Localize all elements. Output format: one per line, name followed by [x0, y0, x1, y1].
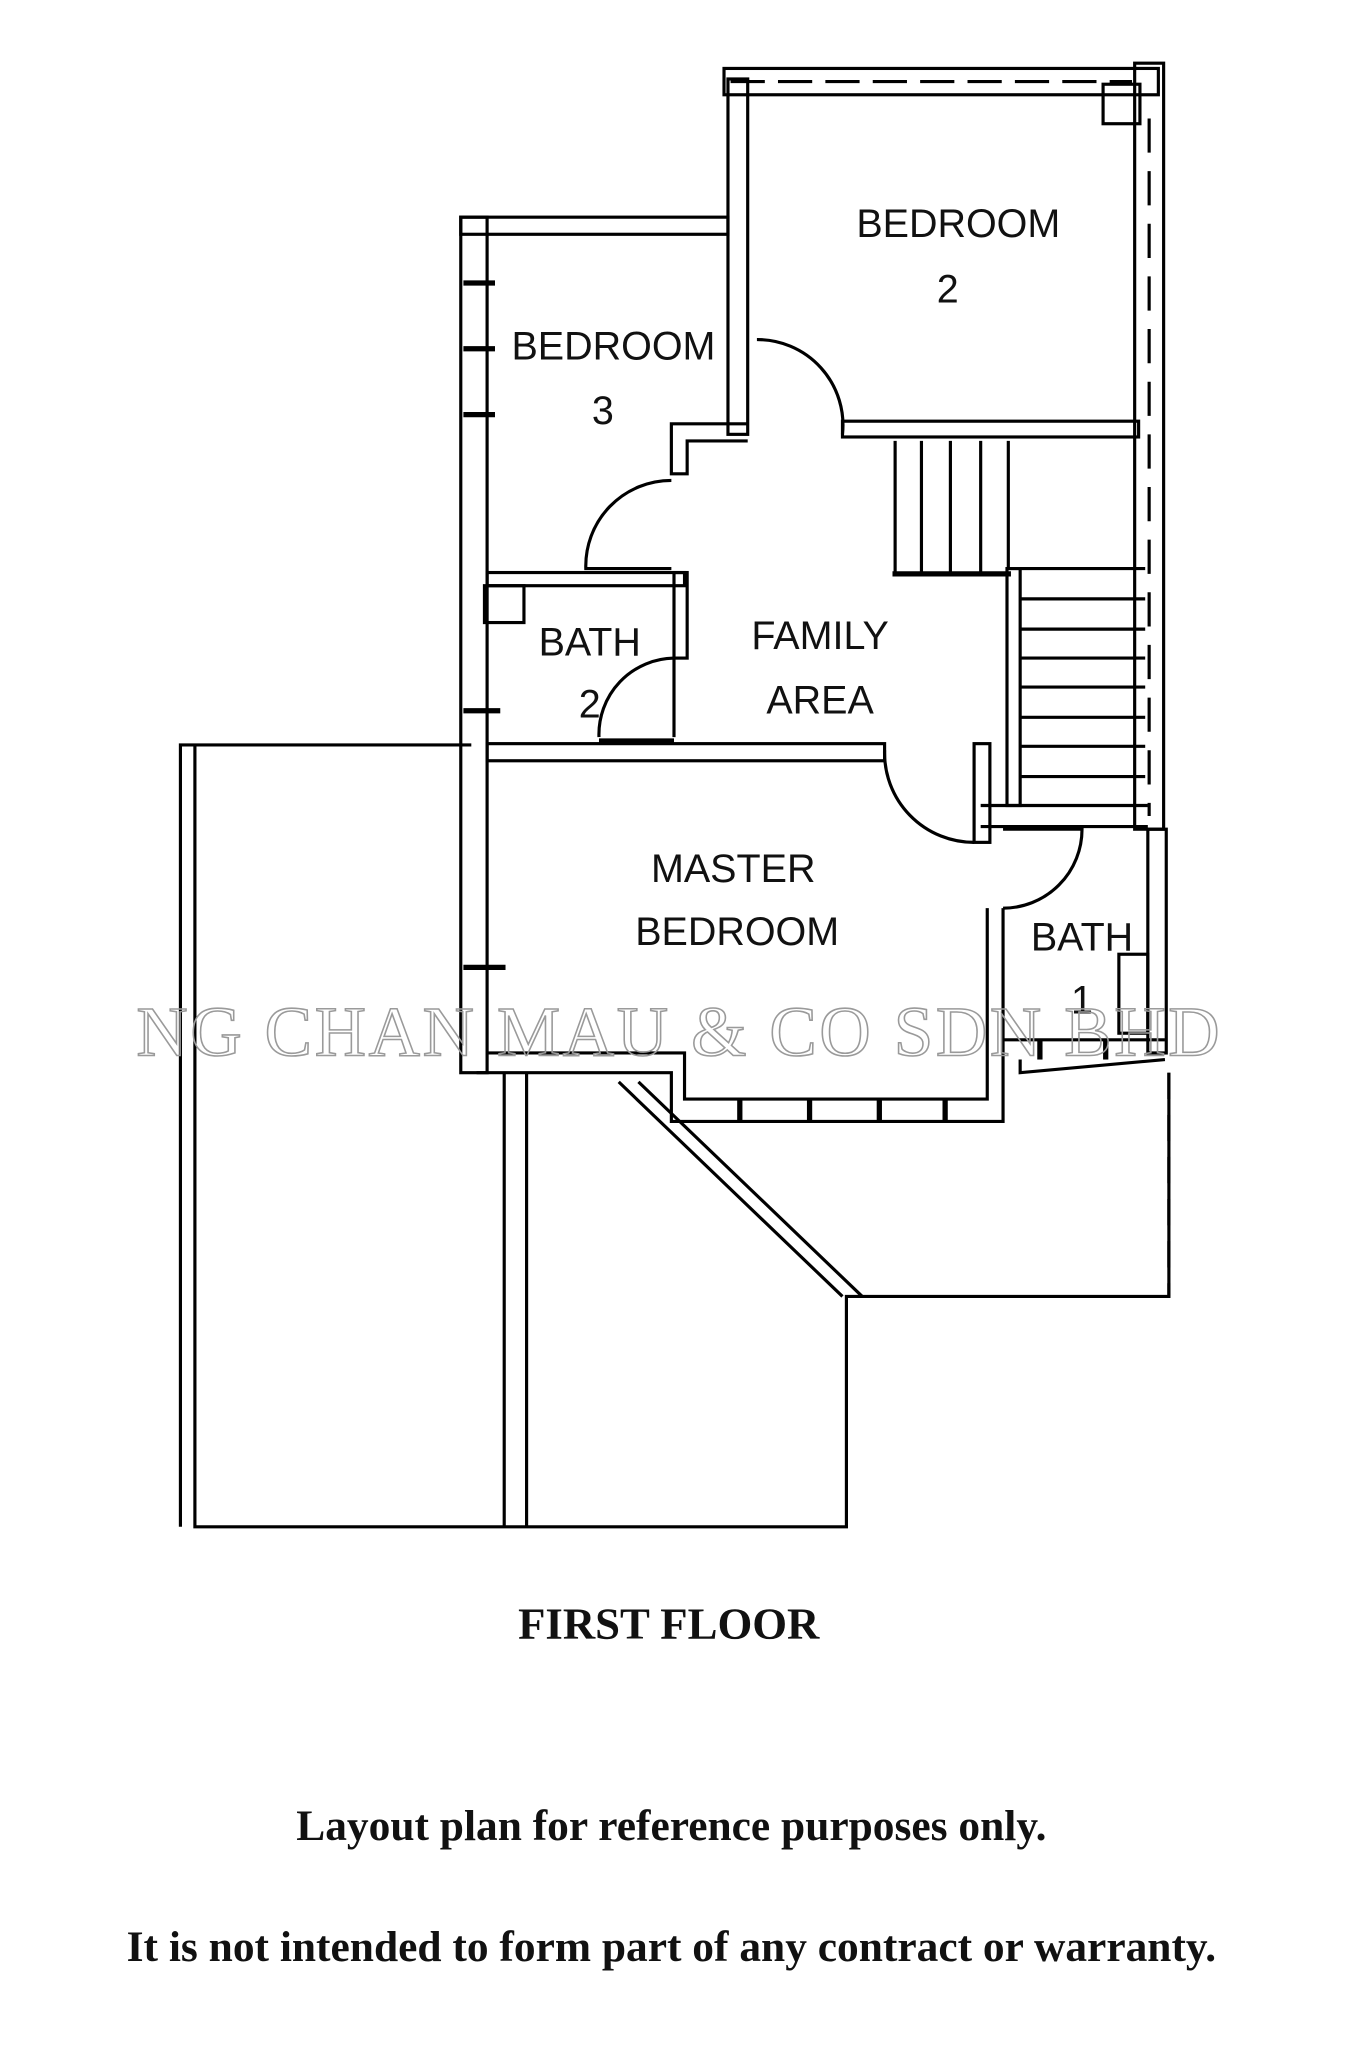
family-area-label-1: FAMILY: [751, 614, 888, 658]
watermark: NG CHAN MAU & CO SDN BHD: [136, 994, 1222, 1072]
room-labels: BEDROOM 2 BEDROOM 3 BATH 2 FAMILY AREA M…: [511, 202, 1133, 1023]
disclaimer-line-2: It is not intended to form part of any c…: [127, 1923, 1216, 1971]
walls: [178, 61, 1171, 1529]
bedroom3-label: BEDROOM: [511, 324, 715, 368]
bath1-label: BATH: [1031, 915, 1133, 959]
bedroom2-label: BEDROOM: [856, 202, 1060, 246]
family-area-label-2: AREA: [766, 678, 874, 722]
door-swings: [584, 337, 1084, 910]
staircase: [892, 440, 1148, 829]
master-bedroom-label-1: MASTER: [651, 847, 815, 891]
bath2-number: 2: [579, 682, 601, 726]
disclaimer-line-1: Layout plan for reference purposes only.: [296, 1802, 1046, 1850]
bath2-label: BATH: [539, 620, 641, 664]
floor-title: FIRST FLOOR: [518, 1599, 820, 1649]
bath1-number: 1: [1071, 978, 1093, 1022]
master-bedroom-label-2: BEDROOM: [635, 910, 839, 954]
bedroom3-number: 3: [592, 389, 614, 433]
bedroom2-number: 2: [937, 268, 959, 312]
